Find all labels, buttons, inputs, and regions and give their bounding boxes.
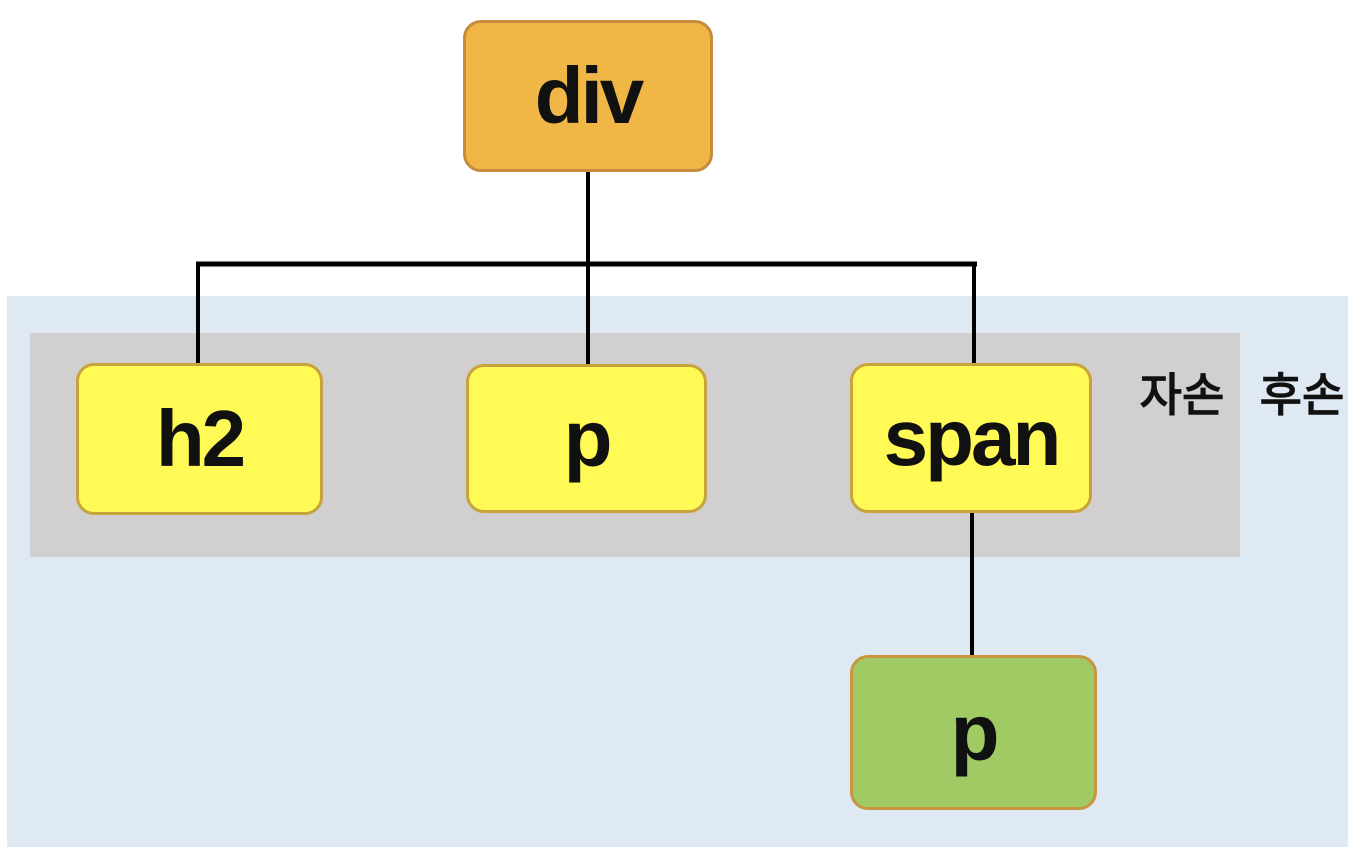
node-p: p	[466, 364, 707, 513]
children-zone-label: 자손	[1139, 369, 1225, 421]
node-grandchild-p: p	[850, 655, 1097, 810]
node-h2: h2	[76, 363, 323, 515]
node-span: span	[850, 363, 1092, 513]
node-div: div	[463, 20, 713, 172]
descendants-zone-label: 후손	[1259, 369, 1345, 421]
